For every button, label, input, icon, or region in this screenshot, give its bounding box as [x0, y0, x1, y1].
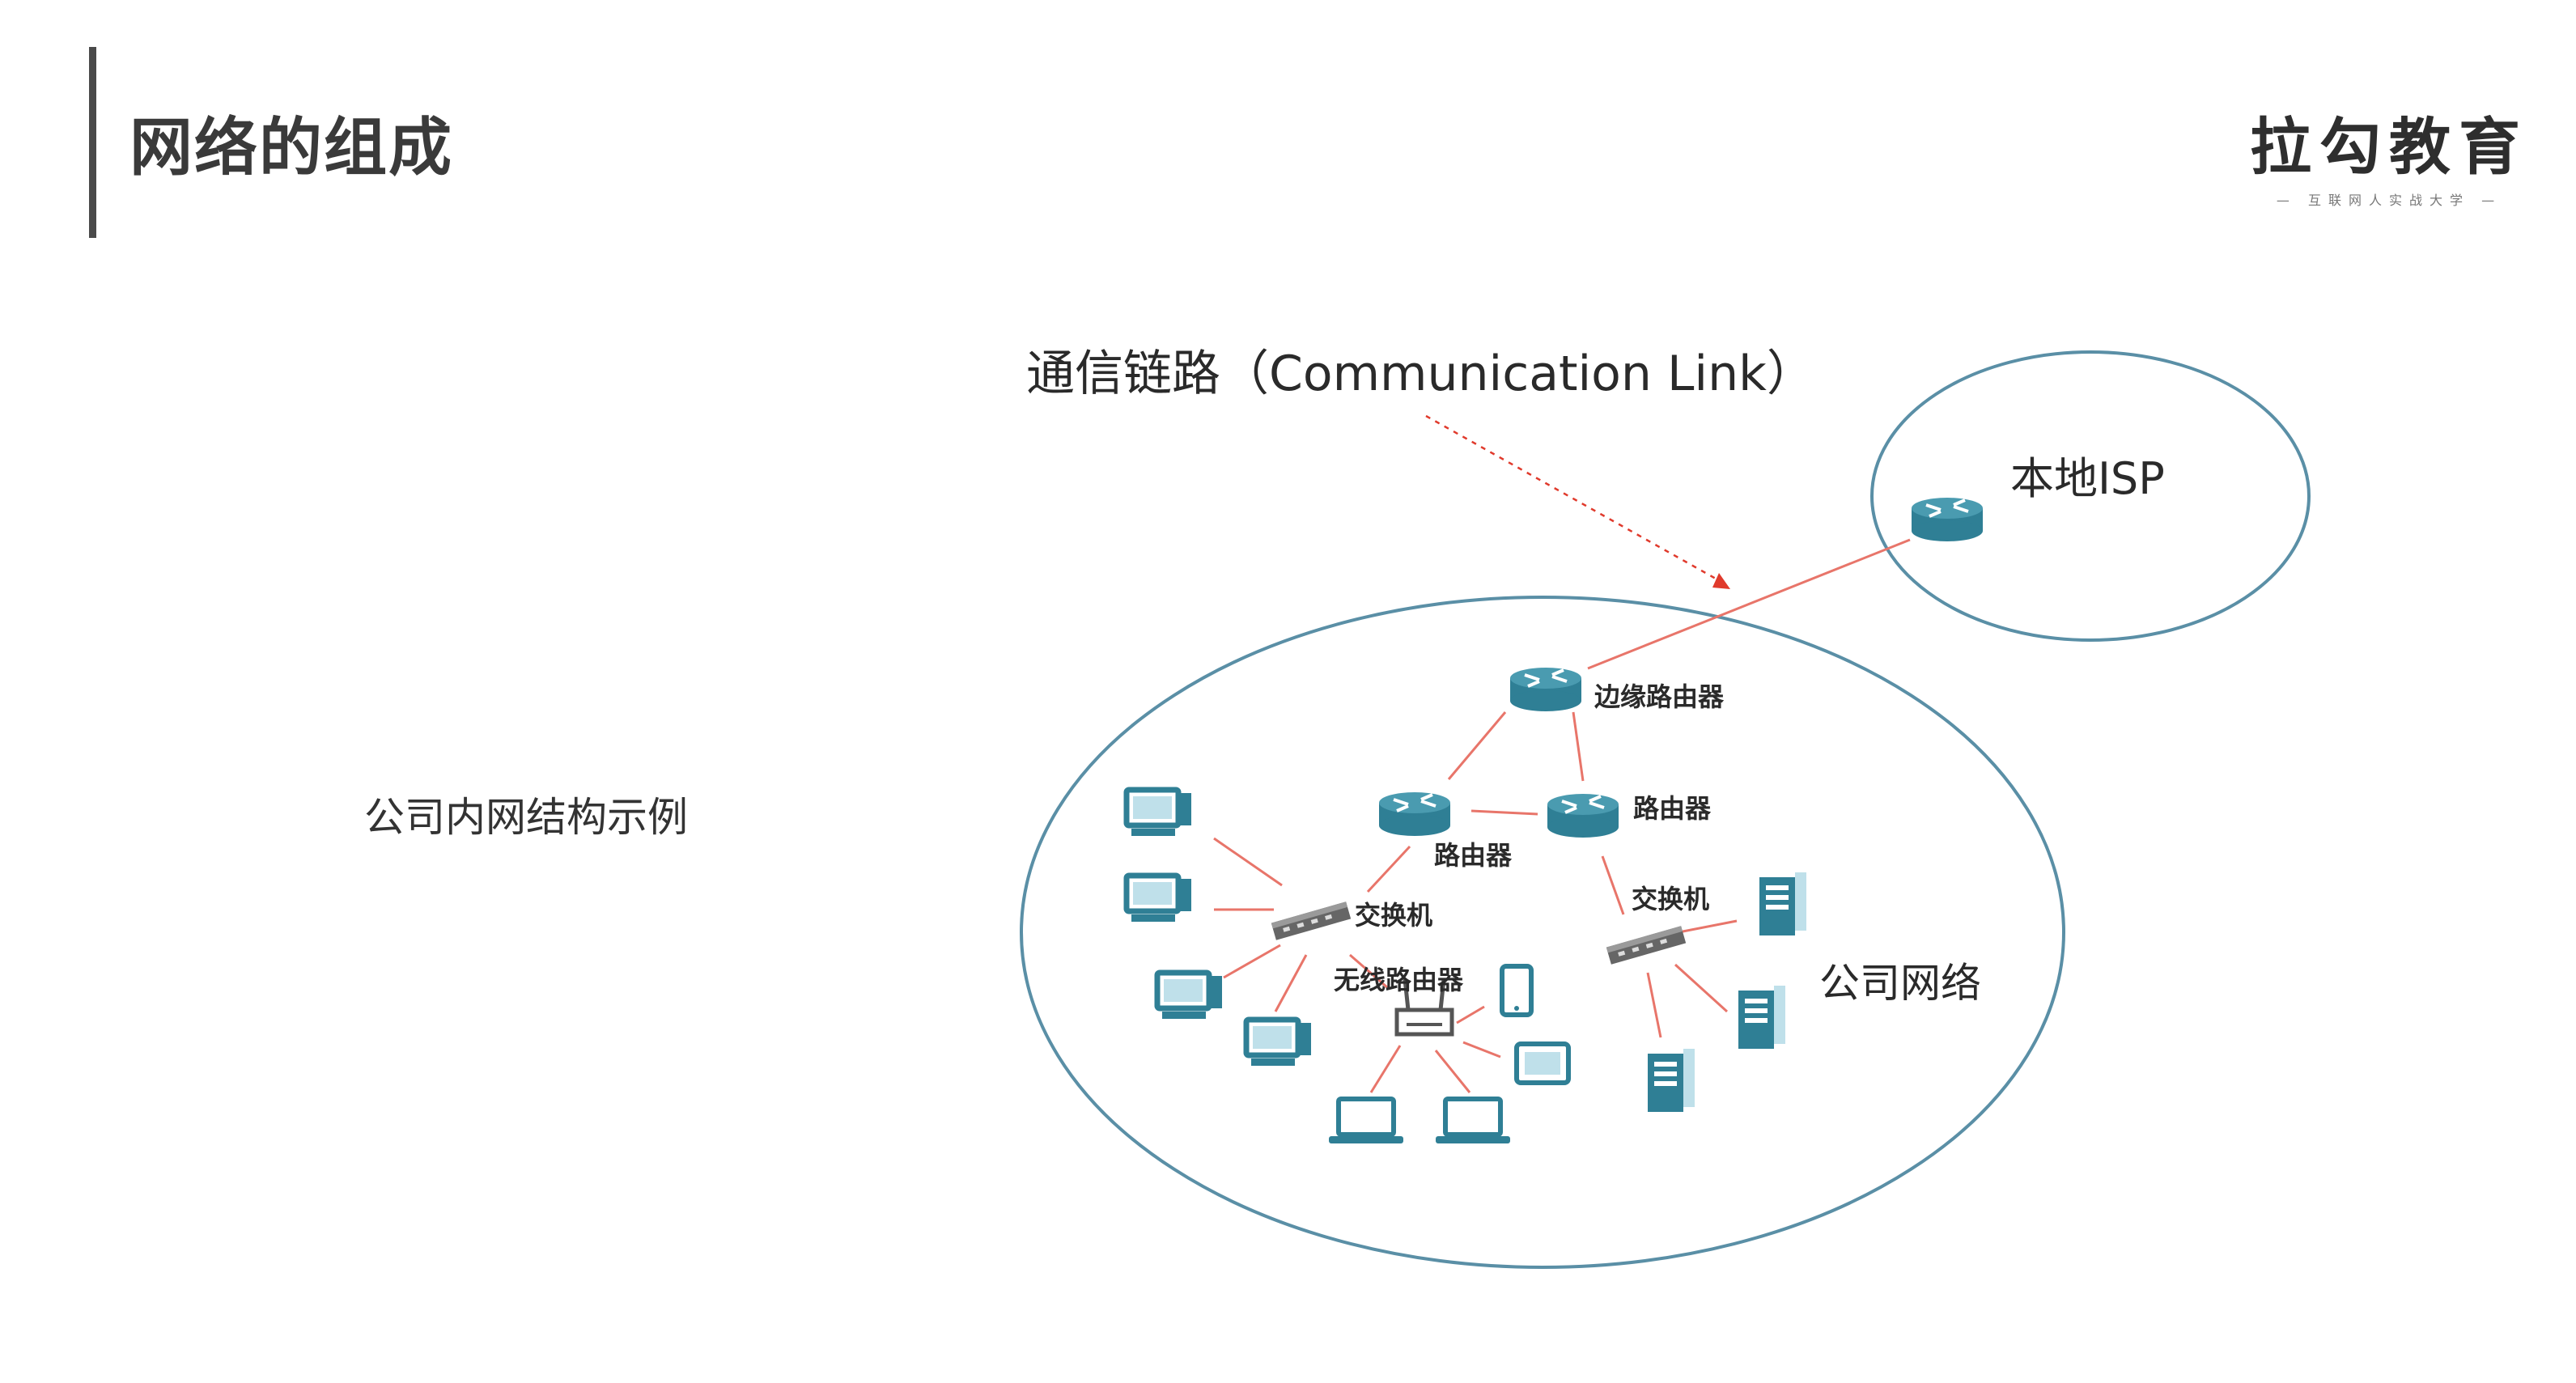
switch-to-pc3 [1223, 944, 1281, 979]
isp-router-icon [1910, 496, 1984, 543]
edge-to-left-router [1447, 711, 1507, 780]
wrouter-to-laptop1 [1369, 1045, 1402, 1093]
wrouter-to-laptop2 [1434, 1050, 1471, 1093]
switch-to-wrouter [1349, 953, 1388, 989]
right-router-to-switch [1601, 855, 1625, 915]
laptop-icon [1436, 1099, 1510, 1143]
wrouter-to-tablet [1462, 1041, 1501, 1058]
company-network-label: 公司网络 [1819, 960, 1981, 1007]
server-icon [1648, 1049, 1695, 1112]
desktop-icon [1127, 876, 1191, 922]
page-title: 网络的组成 [129, 112, 454, 185]
server-icon [1738, 986, 1785, 1049]
isp-link [1587, 538, 1911, 670]
communication-link-label: 通信链路（Communication Link） [1026, 346, 1815, 402]
desktop-icon [1157, 973, 1222, 1019]
router-to-router [1470, 809, 1538, 816]
switch-to-pc4 [1274, 954, 1308, 1012]
phone-icon [1502, 966, 1531, 1015]
company-network-ellipse [1020, 596, 2065, 1269]
isp-ellipse [1870, 350, 2311, 642]
edge-to-right-router [1572, 711, 1585, 782]
server-icon [1759, 872, 1806, 935]
right-switch-icon [1606, 926, 1687, 965]
left-switch-icon [1271, 901, 1352, 940]
right-switch-label: 交换机 [1632, 884, 1709, 914]
tablet-icon [1517, 1044, 1568, 1083]
left-router-to-switch [1366, 845, 1411, 893]
brand-logo: 拉勾教育 — 互联网人实战大学 — [2250, 97, 2528, 209]
link-pointer-arrowhead [1712, 573, 1730, 589]
link-pointer-line [1425, 414, 1717, 580]
logo-name: 拉勾教育 [2250, 111, 2528, 183]
example-caption: 公司内网结构示例 [364, 794, 688, 841]
switch-to-server3 [1646, 972, 1662, 1038]
logo-tagline: — 互联网人实战大学 — [2276, 193, 2502, 208]
left-router-label: 路由器 [1434, 840, 1513, 871]
laptop-icon [1329, 1099, 1403, 1143]
title-accent-bar [89, 47, 96, 238]
wrouter-to-phone [1456, 1005, 1485, 1025]
left-switch-label: 交换机 [1355, 900, 1432, 931]
right-router-label: 路由器 [1633, 793, 1712, 824]
wireless-router-label: 无线路由器 [1334, 965, 1464, 995]
edge-router-label: 边缘路由器 [1594, 681, 1725, 712]
left-router-icon [1377, 791, 1452, 838]
edge-router-icon [1509, 666, 1583, 713]
switch-to-server2 [1674, 963, 1729, 1013]
desktop-icon [1246, 1020, 1311, 1066]
isp-label: 本地ISP [2010, 453, 2165, 504]
switch-to-pc1 [1213, 837, 1283, 887]
desktop-icon [1127, 790, 1191, 836]
right-router-icon [1546, 792, 1620, 839]
